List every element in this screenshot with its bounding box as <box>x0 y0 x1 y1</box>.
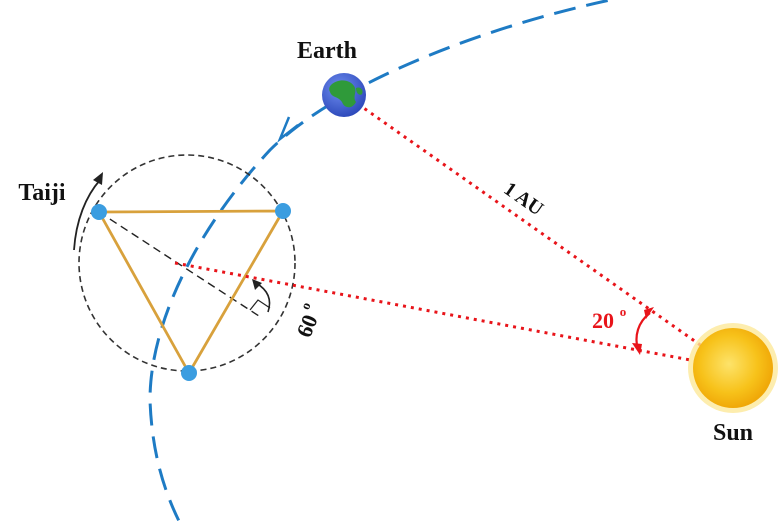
right-angle-marker <box>249 299 271 311</box>
taiji-label: Taiji <box>18 180 65 206</box>
sun-icon <box>688 323 778 413</box>
earth-sun-line <box>357 102 734 370</box>
tilt-angle-value: 60 <box>291 311 322 341</box>
taiji-sun-line <box>174 261 734 370</box>
lag-angle-label: 20 o <box>592 304 626 333</box>
earth-label: Earth <box>297 38 357 64</box>
tilt-angle-arc <box>255 282 271 313</box>
spacecraft-2 <box>275 203 291 219</box>
rotation-direction-arrow-icon <box>73 179 101 251</box>
lag-angle-value: 20 <box>592 308 614 333</box>
earth-globe-icon <box>322 73 366 117</box>
constellation-normal-line <box>98 211 263 319</box>
spacecraft-1 <box>91 204 107 220</box>
lag-angle-arrowhead-bottom <box>632 343 642 355</box>
tilt-angle-arrowhead <box>252 279 262 290</box>
tilt-angle-label: 60 o <box>291 300 322 341</box>
lag-angle-unit: o <box>620 304 627 319</box>
constellation-circle <box>78 154 296 372</box>
rotation-arrowhead <box>93 172 103 185</box>
distance-label: 1 AU <box>500 178 548 221</box>
spacecraft-3 <box>181 365 197 381</box>
spacecraft-triangle <box>97 209 285 375</box>
tilt-angle-unit: o <box>297 300 313 312</box>
lag-angle-arrowhead-top <box>644 307 654 319</box>
orbit-direction-arrow-icon <box>277 116 299 143</box>
earth-orbit-path <box>148 0 618 527</box>
sun-label: Sun <box>713 420 753 446</box>
